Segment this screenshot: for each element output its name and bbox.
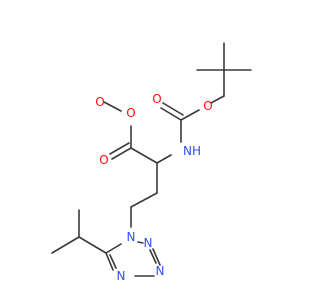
tetrazole-n3-label: N [156,264,165,278]
bond [103,101,122,112]
ester-methoxy-oxygen-label: O [95,95,104,109]
bond [210,95,225,104]
bond [111,147,132,160]
ester-carbonyl-oxygen-label: O [99,153,108,167]
bond [156,154,172,164]
tetrazole-n1-label: N [127,230,136,244]
amine-nh-label: NH [183,144,201,158]
bond [162,102,184,116]
bond [160,107,182,121]
molecule-canvas: O O O O O NH N N N N [51,42,252,283]
bond [78,236,107,254]
bond [180,109,200,121]
bond [109,142,130,155]
bond [137,241,144,244]
bond [152,248,161,266]
molecule-structure-svg: O O O O O NH N N N N [51,42,252,283]
bond [149,249,157,264]
tetrazole-n2-label: N [117,269,126,283]
boc-single-oxygen-label: O [203,99,212,113]
ester-single-oxygen-label: O [126,106,135,120]
tetrazole-n4-label: N [144,236,153,250]
bond [105,243,122,254]
bond [109,254,117,269]
bond [130,147,158,164]
boc-carbonyl-oxygen-label: O [152,92,161,106]
bond [105,252,114,271]
bond [130,192,158,208]
bond [51,236,80,254]
